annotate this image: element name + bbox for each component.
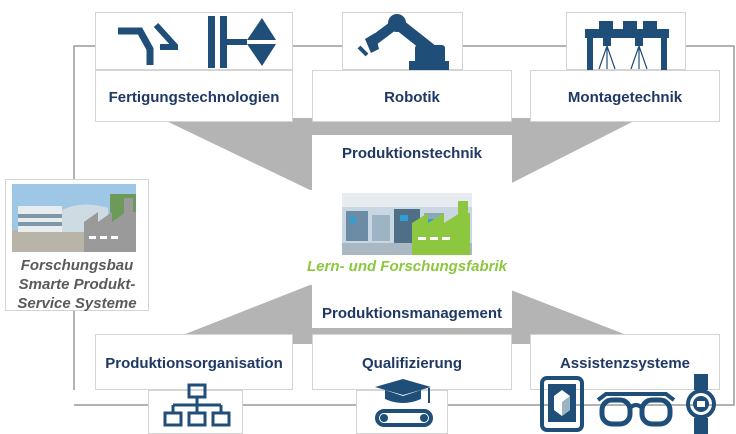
robotik-label: Robotik xyxy=(384,89,440,106)
montage-label: Montagetechnik xyxy=(567,89,683,106)
produktionstechnik-box xyxy=(312,135,512,191)
smart-glasses-icon xyxy=(596,392,676,427)
organisation-icon-box xyxy=(148,383,243,434)
forschungsbau-line-3: Service Systeme xyxy=(17,295,137,312)
organisation-label-box xyxy=(95,334,293,390)
assistenz-icon-box xyxy=(530,372,720,434)
graduation-cap-icon xyxy=(375,379,433,427)
org-chart-icon xyxy=(163,383,231,427)
fertigung-icon-box xyxy=(95,12,293,70)
assistenz-label-box xyxy=(530,334,720,390)
produktionsmanagement-label: Produktionsmanagement xyxy=(321,305,503,322)
factory-icon xyxy=(412,201,470,255)
assembly-line-icon xyxy=(585,21,669,70)
fabrik-label: Lern- und Forschungsfabrik xyxy=(306,258,507,275)
forschungsbau-line-1: Forschungsbau xyxy=(20,257,134,274)
factory-icon-gray xyxy=(84,198,136,252)
assistenz-label: Assistenzsysteme xyxy=(559,355,691,372)
cutting-tool-icon xyxy=(118,22,178,65)
organisation-label: Produktionsorganisation xyxy=(105,355,283,372)
robot-arm-icon xyxy=(357,14,449,73)
factory-photo xyxy=(342,193,472,255)
qualifizierung-label-box xyxy=(312,334,512,390)
robotik-label-box xyxy=(312,70,512,122)
produktionsmanagement-box xyxy=(312,274,512,328)
montage-label-box xyxy=(530,70,720,122)
fertigung-label: Fertigungstechnologien xyxy=(108,89,280,106)
montage-icon-box xyxy=(566,12,686,70)
qualifizierung-icon-box xyxy=(356,379,448,434)
qualifizierung-label: Qualifizierung xyxy=(361,355,462,372)
press-arrows-icon xyxy=(208,16,276,68)
robotik-icon-box xyxy=(342,12,463,73)
produktionstechnik-label: Produktionstechnik xyxy=(341,145,483,162)
fertigung-label-box xyxy=(95,70,293,122)
tablet-icon xyxy=(540,376,584,432)
building-photo xyxy=(12,184,136,252)
forschungsbau-line-2: Smarte Produkt- xyxy=(18,276,136,293)
smartwatch-icon xyxy=(686,374,716,434)
